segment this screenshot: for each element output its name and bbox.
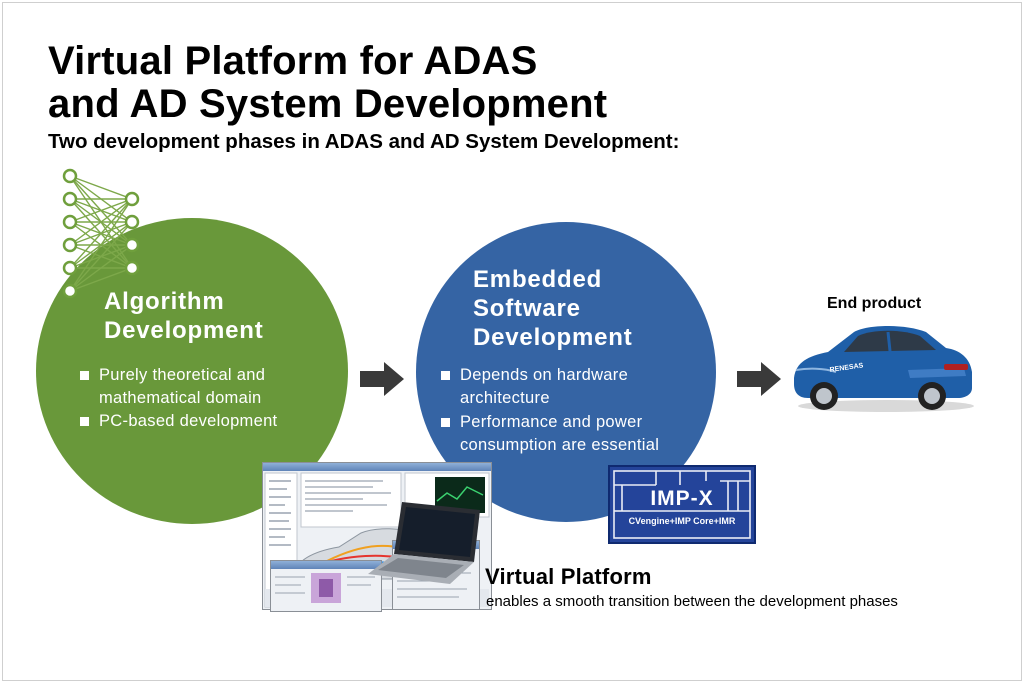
network-connection: [69, 198, 133, 269]
virtual-platform-title: Virtual Platform: [485, 564, 652, 589]
network-node: [62, 260, 78, 276]
chip-name: IMP-X: [650, 487, 714, 510]
network-connection: [69, 175, 133, 200]
network-node: [62, 191, 78, 207]
embedded-bullet-1-line2: architecture: [460, 389, 550, 407]
neural-network-icon: [62, 168, 140, 298]
car-image: RENESAS: [794, 326, 974, 412]
network-node: [124, 191, 140, 207]
network-node: [62, 237, 78, 253]
algorithm-heading-line2: Development: [104, 317, 264, 344]
network-connection: [69, 267, 133, 292]
algorithm-bullet-1: Purely theoretical and mathematical doma…: [80, 364, 265, 410]
embedded-bullet-2: Performance and power consumption are es…: [441, 411, 659, 457]
arrow-right-icon: [737, 362, 781, 396]
network-node: [62, 168, 78, 184]
virtual-platform-description: enables a smooth transition between the …: [486, 593, 898, 610]
arrow-right-icon: [360, 362, 404, 396]
network-node: [62, 283, 78, 298]
network-connection: [69, 198, 133, 292]
chip-subtitle: CVengine+IMP Core+IMR: [628, 516, 736, 526]
network-connection: [69, 198, 133, 223]
network-node: [62, 214, 78, 230]
algorithm-heading-line1: Algorithm: [104, 288, 225, 315]
network-node: [124, 214, 140, 230]
car-brand-text: RENESAS: [829, 362, 864, 374]
embedded-bullet-1: Depends on hardware architecture: [441, 364, 628, 410]
title-line-2: and AD System Development: [48, 82, 608, 126]
algorithm-bullet-2-line1: PC-based development: [99, 412, 278, 430]
embedded-bullet-1-line1: Depends on hardware: [460, 366, 629, 384]
network-node: [124, 260, 140, 276]
page-subtitle: Two development phases in ADAS and AD Sy…: [48, 130, 680, 153]
embedded-heading: Embedded Software Development: [473, 265, 633, 352]
network-node: [124, 237, 140, 253]
software-screenshot-bottom: [270, 560, 382, 612]
chip-logo: IMP-X CVengine+IMP Core+IMR: [608, 465, 756, 544]
embedded-heading-line1: Embedded: [473, 266, 603, 293]
network-connection: [69, 198, 133, 246]
embedded-bullet-2-line1: Performance and power: [460, 413, 643, 431]
algorithm-bullet-2: PC-based development: [80, 410, 277, 433]
network-connection: [69, 244, 133, 292]
network-connection: [69, 221, 133, 292]
algorithm-bullet-1-line2: mathematical domain: [99, 389, 262, 407]
end-product-label: End product: [827, 295, 922, 312]
algorithm-bullet-1-line1: Purely theoretical and: [99, 366, 266, 384]
title-line-1: Virtual Platform for ADAS: [48, 39, 538, 83]
embedded-heading-line2: Software: [473, 295, 581, 322]
laptop-image: [368, 502, 480, 584]
page-title: Virtual Platform for ADAS and AD System …: [48, 40, 607, 126]
embedded-bullet-2-line2: consumption are essential: [460, 436, 660, 454]
embedded-heading-line3: Development: [473, 324, 633, 351]
algorithm-heading: Algorithm Development: [104, 287, 264, 345]
